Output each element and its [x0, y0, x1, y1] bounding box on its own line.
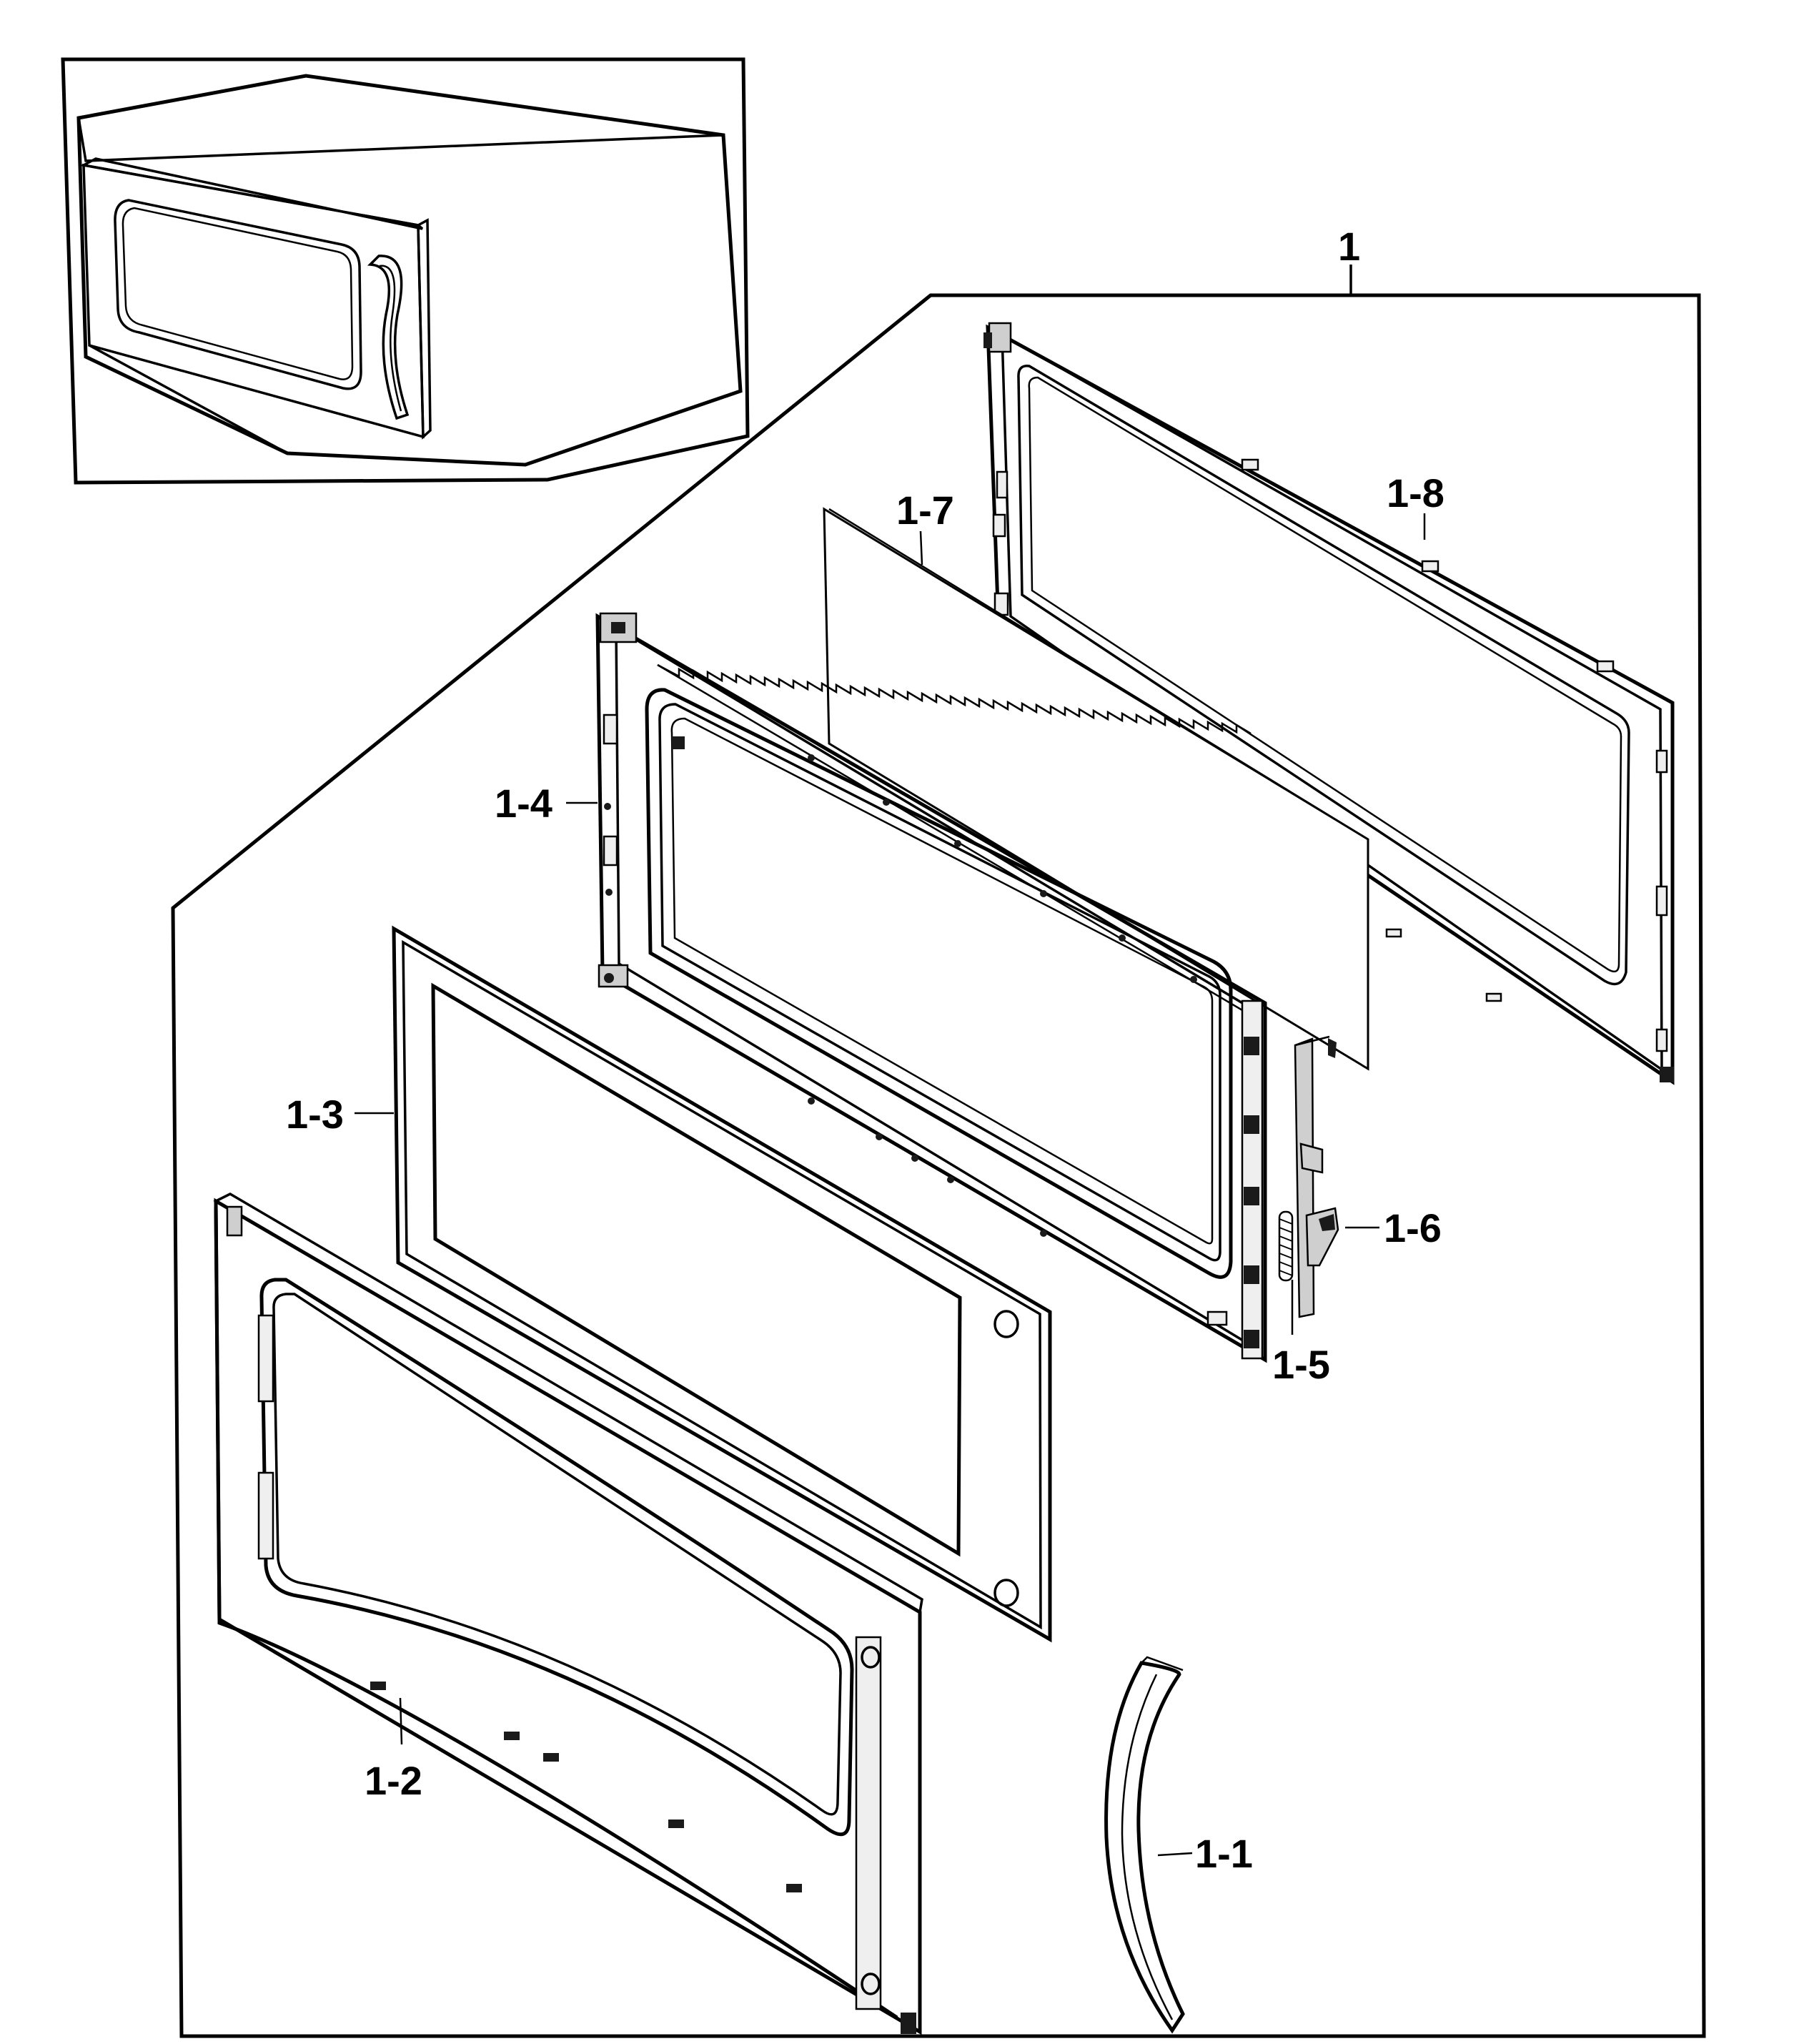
callout-1: 1 — [1338, 224, 1360, 269]
callout-1-4: 1-4 — [495, 781, 552, 826]
callout-1-5: 1-5 — [1272, 1342, 1330, 1387]
callout-1-3: 1-3 — [286, 1092, 344, 1137]
callout-1-2: 1-2 — [365, 1758, 422, 1803]
choke-cover — [392, 925, 1052, 1643]
callout-1-1: 1-1 — [1195, 1831, 1253, 1876]
door-back-frame — [983, 322, 1675, 1085]
overview-inset — [61, 57, 750, 485]
callout-labels: 1 1-7 1-8 1-4 1-3 1-6 1-5 1-2 1-1 — [286, 224, 1444, 1876]
door-inner-panel — [595, 612, 1267, 1363]
assembly-boundary — [171, 265, 1706, 2038]
leader-lines — [355, 513, 1426, 1857]
door-handle — [1104, 1656, 1185, 2034]
latch-hook — [1294, 1035, 1339, 1318]
glass-sheet — [823, 507, 1369, 1071]
door-frame — [213, 1193, 923, 2035]
callout-1-6: 1-6 — [1384, 1205, 1442, 1250]
callout-1-8: 1-8 — [1387, 470, 1444, 515]
toothed-rail — [657, 663, 1252, 1017]
microwave-overview-image — [76, 74, 743, 467]
spring — [1278, 1210, 1294, 1282]
callout-1-7: 1-7 — [896, 488, 954, 533]
